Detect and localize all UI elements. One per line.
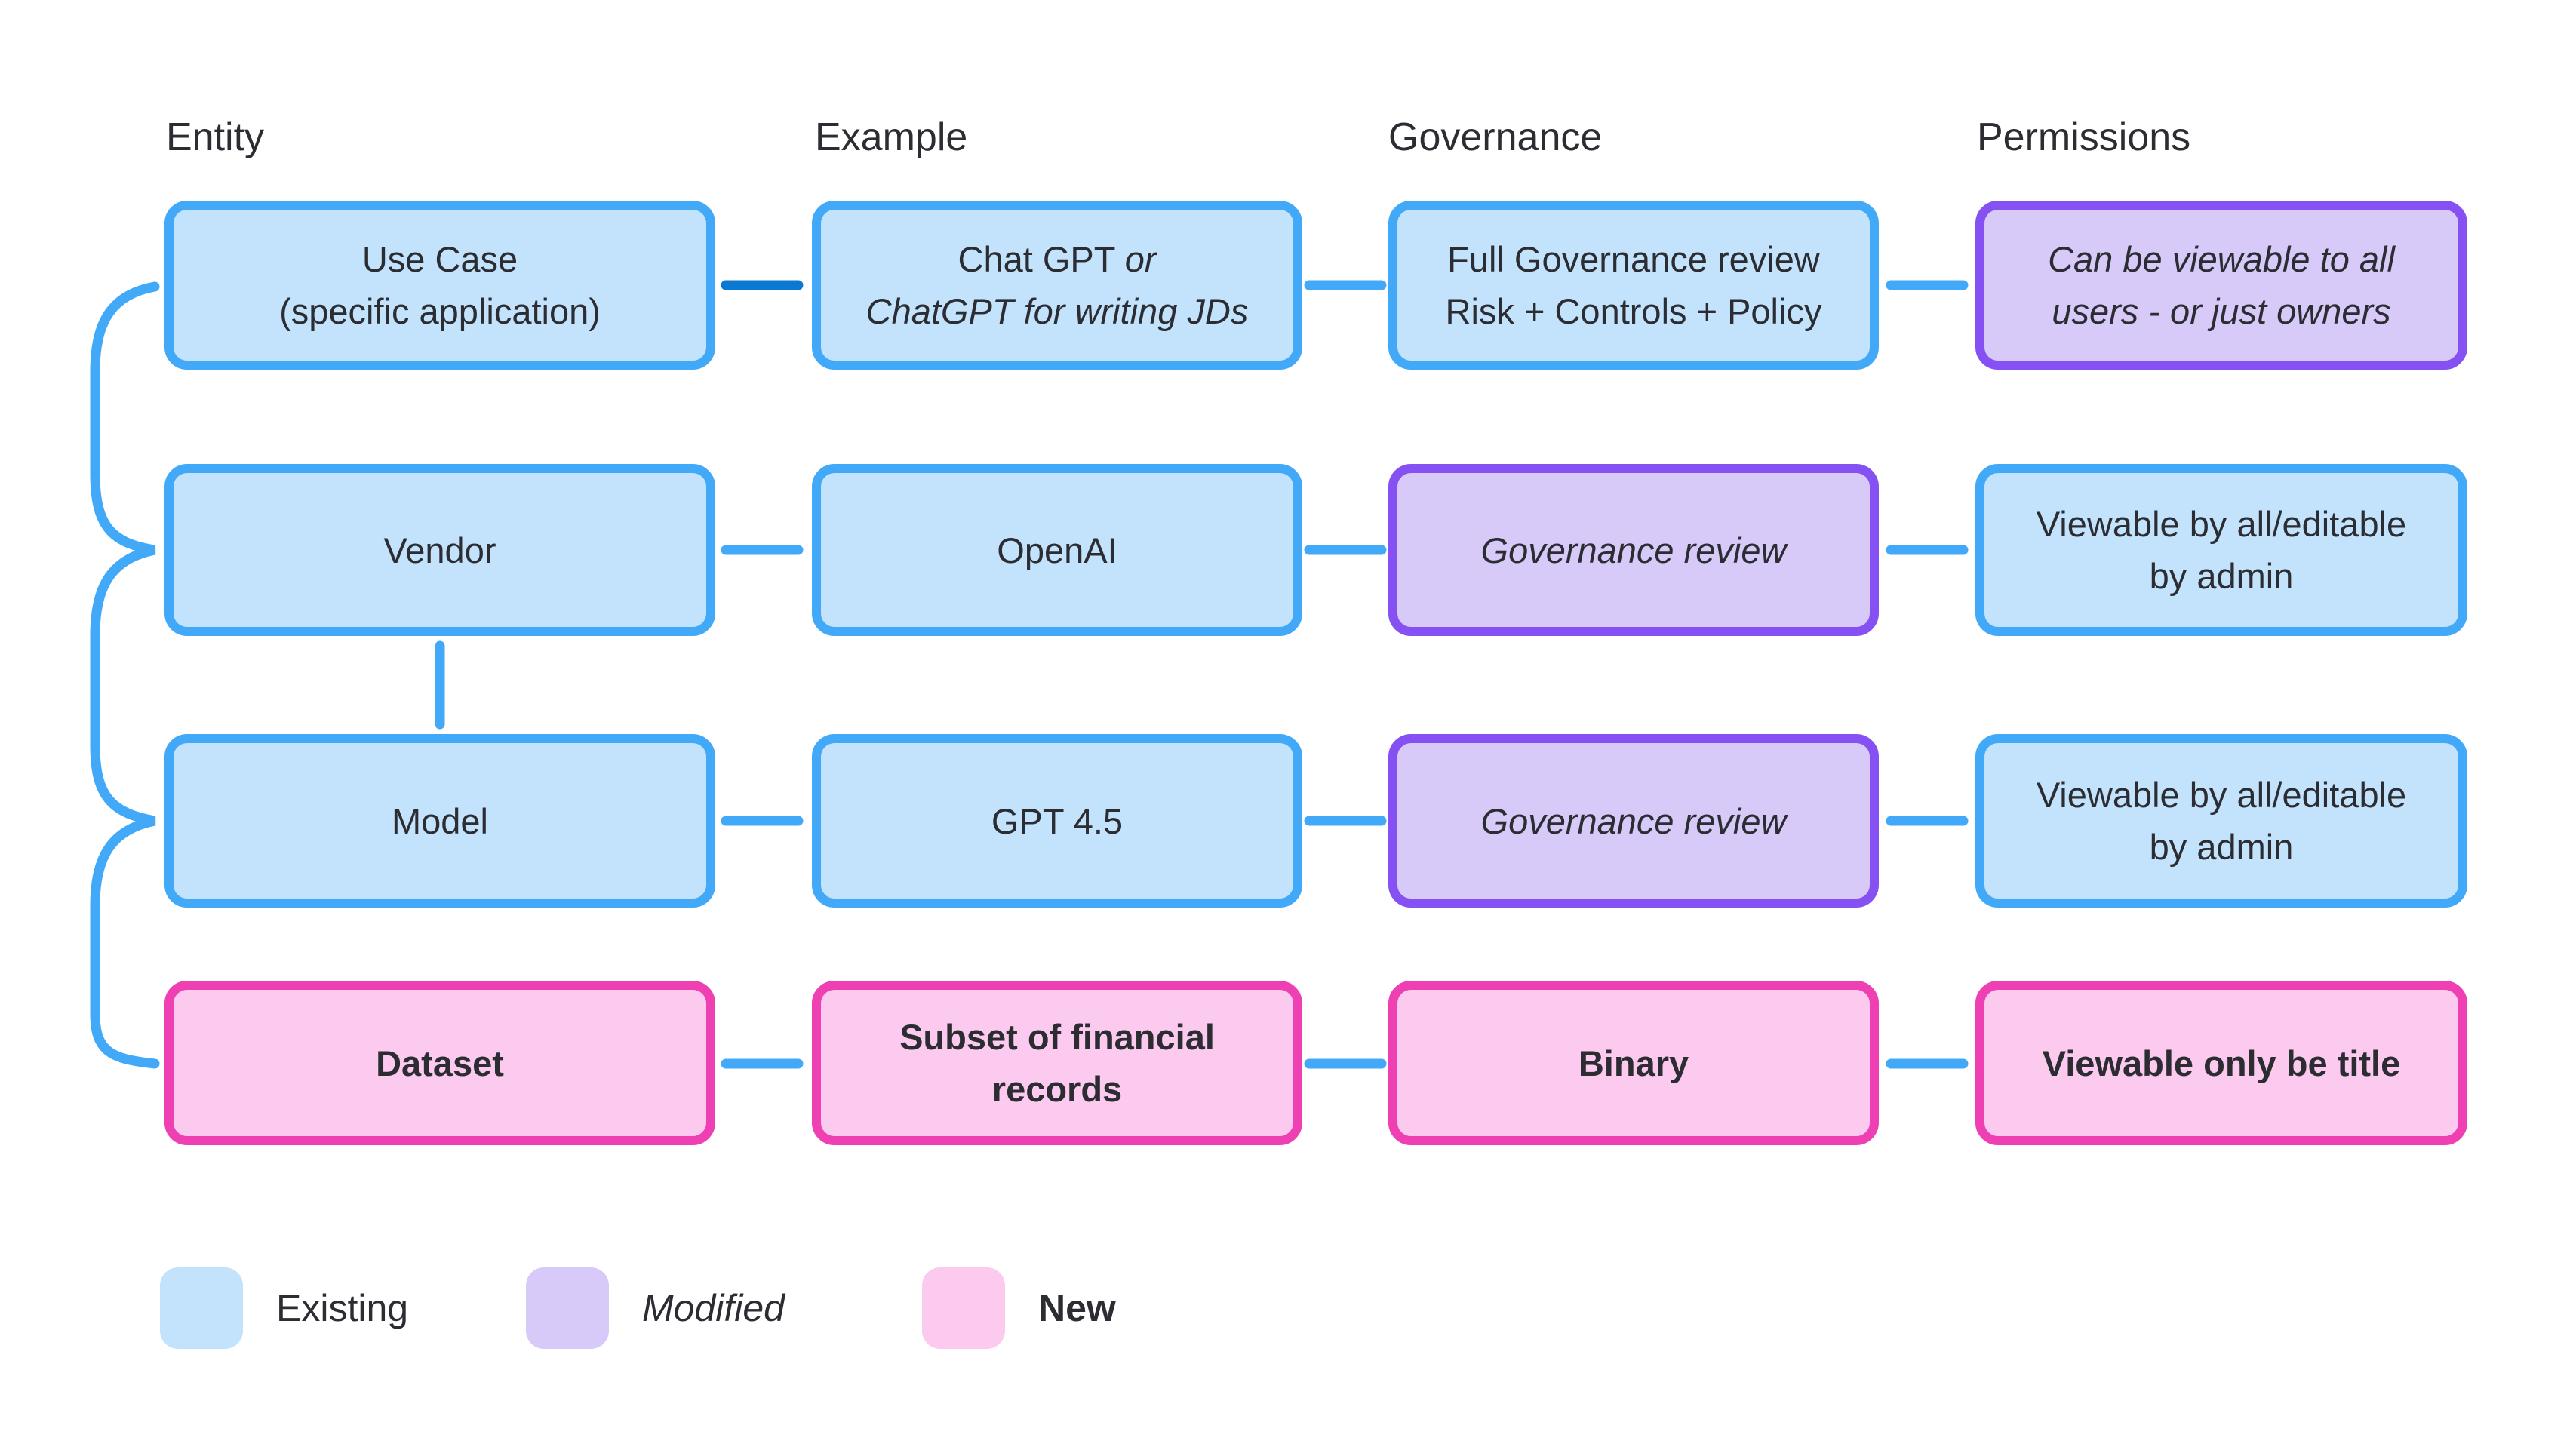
legend-label-new: New [1038, 1287, 1116, 1329]
node-text: Binary [1578, 1043, 1689, 1083]
node-text: by admin [2149, 827, 2294, 867]
node-text: Viewable only be title [2042, 1043, 2401, 1083]
node-text: (specific application) [279, 291, 601, 331]
node-text: Governance review [1480, 800, 1787, 841]
node-text: records [991, 1069, 1123, 1109]
node-model-governance: Governance review [1388, 734, 1879, 908]
legend-item-new: New [922, 1267, 1116, 1349]
node-text: Dataset [376, 1043, 504, 1083]
node-text: Governance review [1480, 530, 1787, 570]
node-use-case-entity: Use Case (specific application) [164, 201, 715, 370]
node-text: by admin [2149, 556, 2294, 596]
node-text: Risk + Controls + Policy [1445, 291, 1822, 331]
node-dataset-permissions: Viewable only be title [1975, 981, 2467, 1145]
node-use-case-governance: Full Governance review Risk + Controls +… [1388, 201, 1879, 370]
node-use-case-example: Chat GPT or ChatGPT for writing JDs [812, 201, 1302, 370]
node-text: Can be viewable to all [2048, 239, 2395, 279]
node-dataset-example: Subset of financial records [812, 981, 1302, 1145]
node-model-example: GPT 4.5 [812, 734, 1302, 908]
node-use-case-permissions: Can be viewable to all users - or just o… [1975, 201, 2467, 370]
node-text: Viewable by all/editable [2036, 775, 2407, 815]
node-vendor-entity: Vendor [164, 464, 715, 636]
node-dataset-entity: Dataset [164, 981, 715, 1145]
legend-item-existing: Existing [160, 1267, 408, 1349]
node-text: GPT 4.5 [991, 800, 1124, 841]
node-text: Full Governance review [1447, 239, 1820, 279]
node-model-permissions: Viewable by all/editable by admin [1975, 734, 2467, 908]
column-header-entity: Entity [166, 115, 265, 159]
node-vendor-example: OpenAI [812, 464, 1302, 636]
node-text: Viewable by all/editable [2036, 504, 2407, 544]
node-text: Vendor [383, 530, 496, 570]
legend-label-existing: Existing [276, 1287, 409, 1329]
node-dataset-governance: Binary [1388, 981, 1879, 1145]
column-header-permissions: Permissions [1977, 115, 2191, 159]
legend-swatch-modified [526, 1267, 609, 1349]
legend-swatch-existing [160, 1267, 243, 1349]
legend-item-modified: Modified [526, 1267, 785, 1349]
node-text: OpenAI [997, 530, 1117, 570]
node-text: Subset of financial [899, 1017, 1215, 1057]
entity-bracket-connector [90, 281, 160, 1069]
node-vendor-permissions: Viewable by all/editable by admin [1975, 464, 2467, 636]
legend-swatch-new [922, 1267, 1005, 1349]
node-text: Use Case [361, 239, 518, 279]
node-text: ChatGPT for writing JDs [865, 291, 1249, 331]
node-text: Model [391, 800, 488, 841]
legend-label-modified: Modified [642, 1287, 785, 1329]
node-text: Chat GPT or [958, 239, 1157, 279]
column-header-example: Example [815, 115, 968, 159]
node-model-entity: Model [164, 734, 715, 908]
node-vendor-governance: Governance review [1388, 464, 1879, 636]
node-text: users - or just owners [2052, 291, 2391, 331]
column-header-governance: Governance [1388, 115, 1603, 159]
